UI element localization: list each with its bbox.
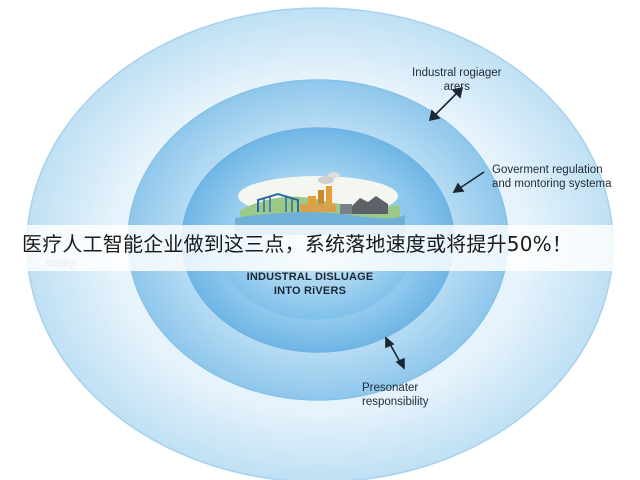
middle-ring-label: Goverment regulation and montoring syste…	[492, 163, 612, 192]
arrow-middle	[452, 171, 485, 193]
headline-banner-text: 医疗人工智能企业做到这三点，系统落地速度或将提升50%！	[22, 232, 573, 256]
middle-ring-label-line1: Goverment regulation	[492, 164, 603, 176]
arrow-inner	[385, 336, 405, 370]
headline-banner	[0, 225, 640, 271]
inner-ring-label: Presonater responsibility	[362, 381, 428, 410]
outer-ring-label-line2: arers	[443, 81, 470, 94]
outer-ring-label-line1: Industral rogiager	[412, 67, 502, 79]
industrial-scene-illustration	[235, 172, 405, 235]
inner-ring-label-line2: responsibility	[362, 396, 429, 409]
inner-ring-label-line1: Presonater	[362, 382, 419, 394]
center-title: INDUSTRAL DISLUAGE INTO RiVERS	[205, 270, 415, 299]
arrow-outer	[428, 86, 464, 122]
middle-ring-label-line2: and montoring systema	[492, 178, 612, 191]
outer-ring-label: Industral rogiager arers	[412, 66, 502, 95]
center-title-line2: INTO RiVERS	[273, 285, 347, 298]
center-title-line1: INDUSTRAL DISLUAGE	[246, 271, 374, 283]
